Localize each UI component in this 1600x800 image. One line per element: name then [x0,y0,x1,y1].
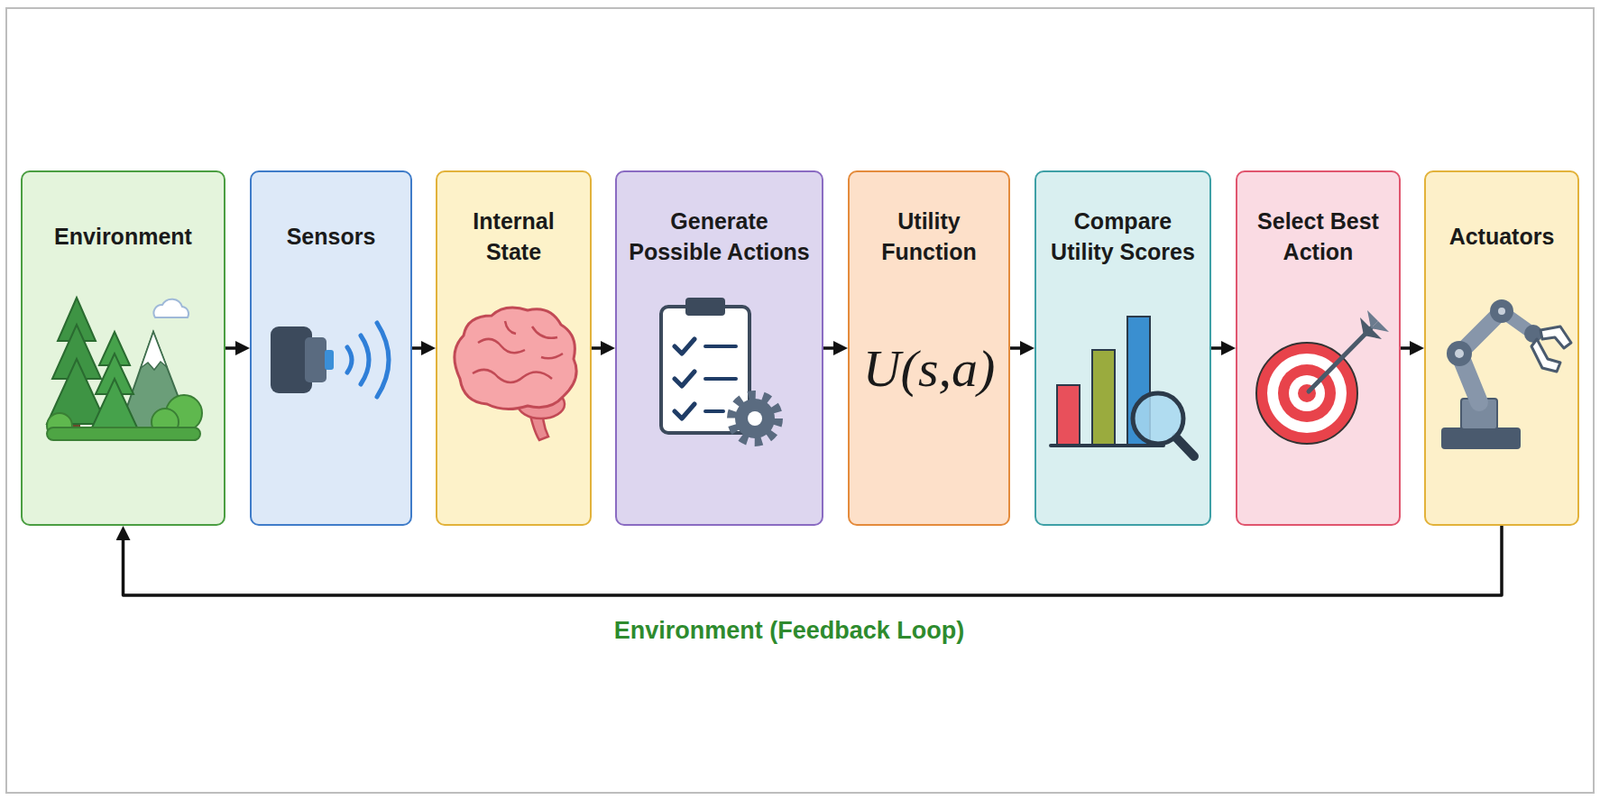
title-region: Utility Function [849,206,1009,267]
box-title: Environment [54,220,193,252]
title-region: Generate Possible Actions [616,206,822,267]
flow-arrow [591,346,608,350]
process-box: Compare Utility Scores [1034,170,1212,526]
title-region: Environment [22,206,224,267]
title-region: Internal State [437,206,590,267]
flow-arrow [1010,346,1028,350]
flow-arrow [1211,346,1229,350]
title-region: Select Best Action [1237,206,1399,267]
box-title: Generate Possible Actions [625,205,815,267]
title-region: Compare Utility Scores [1036,206,1210,267]
process-box: Generate Possible Actions [615,170,824,526]
box-title: Actuators [1449,220,1555,252]
process-box: Select Best Action [1235,170,1401,526]
feedback-arrow [123,525,1503,596]
process-box: Utility FunctionU(s,a) [847,170,1011,526]
formula-region: U(s,a) [849,334,1009,404]
flow-arrow [823,346,841,350]
process-box: Actuators [1424,170,1580,526]
process-box: Internal State [435,170,592,526]
box-title: Select Best Action [1241,205,1396,267]
flow-arrow [1400,346,1417,350]
title-region: Sensors [251,206,411,267]
flow-arrow [412,346,429,350]
flow-arrow [225,346,243,350]
process-box: Environment [20,170,226,526]
process-box: Sensors [249,170,413,526]
box-title: Compare Utility Scores [1045,205,1201,267]
formula-text: U(s,a) [863,337,996,401]
box-title: Sensors [286,220,377,252]
edge-label: Environment (Feedback Loop) [614,616,966,645]
title-region: Actuators [1425,206,1578,267]
box-title: Utility Function [868,205,991,267]
box-title: Internal State [457,205,571,267]
